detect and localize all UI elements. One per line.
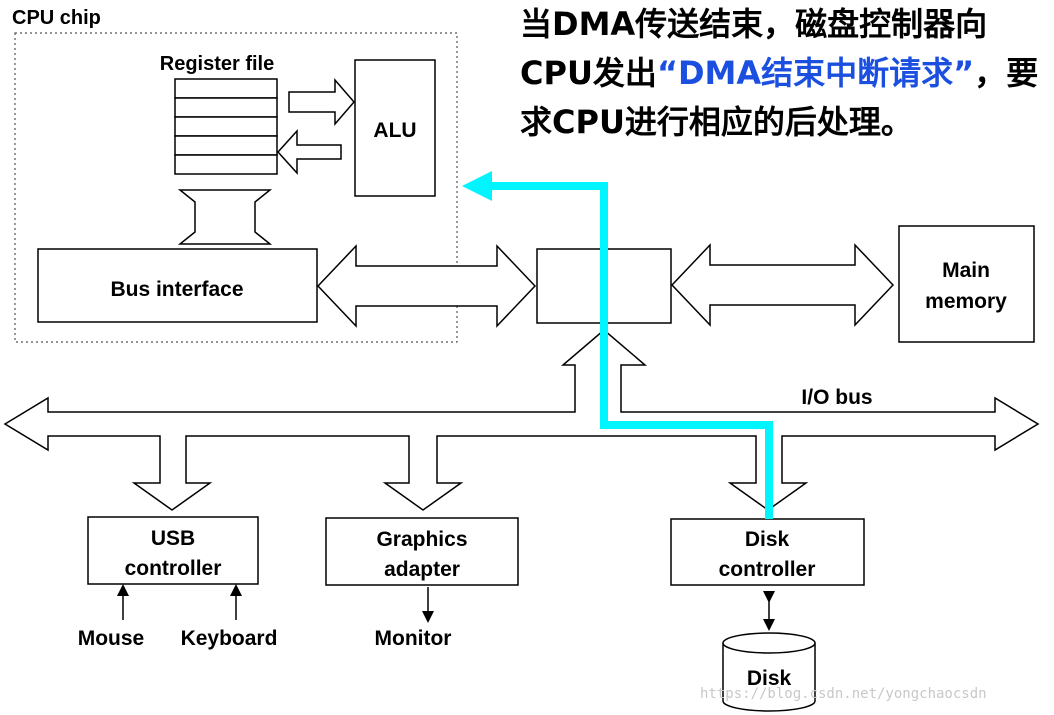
usb-controller-label-line2: controller (125, 557, 222, 580)
io-bus-label: I/O bus (801, 386, 872, 409)
register-bus-interface-arrow (177, 189, 273, 245)
bus-interface-box (37, 248, 318, 323)
annotation-text-2: ，要求CPU进行相应的后处理。 (520, 54, 1039, 141)
io-bus (3, 329, 1040, 511)
mouse-label: Mouse (78, 627, 145, 650)
register-file (174, 78, 278, 175)
dma-interrupt-annotation: 当DMA传送结束，磁盘控制器向CPU发出“DMA结束中断请求”，要求CPU进行相… (520, 0, 1054, 147)
watermark: https://blog.csdn.net/yongchaocsdn (700, 686, 987, 702)
alu-label: ALU (373, 119, 416, 142)
register-to-alu-arrow (288, 77, 355, 127)
graphics-adapter-box (325, 517, 519, 586)
keyboard-label: Keyboard (181, 627, 278, 650)
usb-controller-box (87, 516, 259, 585)
disk-controller-label-line1: Disk (745, 528, 790, 551)
bridge-to-memory-arrow (670, 243, 895, 327)
disk-label: Disk (747, 667, 792, 690)
register-file-label: Register file (160, 53, 274, 75)
disk-controller-box (670, 518, 865, 586)
annotation-text-1: 当DMA传送结束，磁盘控制器向CPU发出 (520, 5, 988, 92)
bus-interface-to-bridge-arrow (316, 244, 537, 328)
usb-controller-label-line1: USB (151, 527, 195, 550)
annotation-highlight: “DMA结束中断请求” (656, 54, 975, 92)
monitor-label: Monitor (375, 627, 452, 650)
graphics-adapter-label-line2: adapter (384, 558, 460, 581)
disk-controller-label-line2: controller (719, 558, 816, 581)
cpu-chip-label: CPU chip (12, 7, 101, 29)
alu-to-register-arrow (276, 129, 342, 175)
disk-cylinder (722, 632, 816, 712)
bus-interface-label: Bus interface (110, 278, 243, 301)
main-memory-label-line2: memory (925, 290, 1007, 313)
alu-box (354, 59, 436, 197)
interrupt-request-path (486, 182, 773, 519)
interrupt-arrowhead (462, 171, 492, 201)
main-memory-label-line1: Main (942, 259, 990, 282)
main-memory-box (898, 225, 1035, 343)
cpu-chip-boundary (14, 32, 458, 343)
graphics-adapter-label-line1: Graphics (376, 528, 467, 551)
